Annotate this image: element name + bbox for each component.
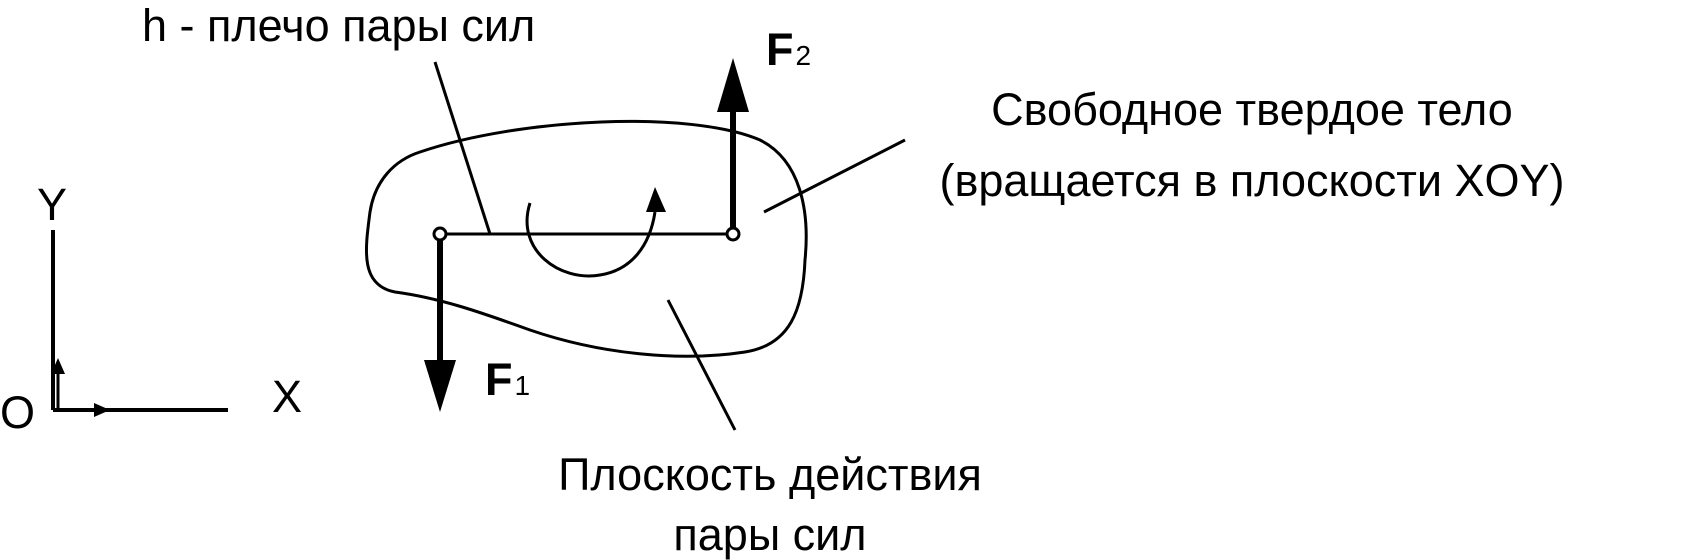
plane-label-line1: Плоскость действия — [558, 449, 982, 500]
plane-label-line2: пары сил — [673, 509, 866, 560]
body-leader-line — [763, 138, 906, 214]
force-f1-index: 1 — [515, 370, 531, 401]
force-f2-index: 2 — [796, 40, 812, 71]
x-axis-label: X — [272, 371, 302, 422]
body-label-line1: Свободное твердое тело — [991, 84, 1513, 135]
plane-leader-line — [666, 299, 737, 431]
origin-label: O — [0, 387, 35, 438]
unit-vector-i-arrowhead — [94, 403, 110, 417]
unit-vector-j-arrowhead — [51, 358, 65, 374]
force-f2-label: F2 — [766, 24, 811, 75]
force-f1-arrowhead — [424, 360, 456, 412]
body-label-line2: (вращается в плоскости XOY) — [939, 155, 1564, 206]
arm-label: h - плечо пары сил — [142, 0, 535, 51]
force-f2-letter: F — [766, 24, 794, 75]
coordinate-axes — [51, 230, 228, 417]
arm-leader-line — [433, 61, 492, 235]
rotation-arrowhead — [646, 187, 666, 212]
y-axis-label: Y — [37, 179, 67, 230]
rigid-body-outline — [364, 119, 808, 358]
force-f1-letter: F — [485, 354, 513, 405]
f2-application-point — [725, 226, 741, 242]
f1-application-point — [432, 226, 448, 242]
rotation-arrow — [525, 202, 657, 278]
force-f1-label: F1 — [485, 354, 530, 405]
force-f2-arrowhead — [717, 58, 749, 112]
